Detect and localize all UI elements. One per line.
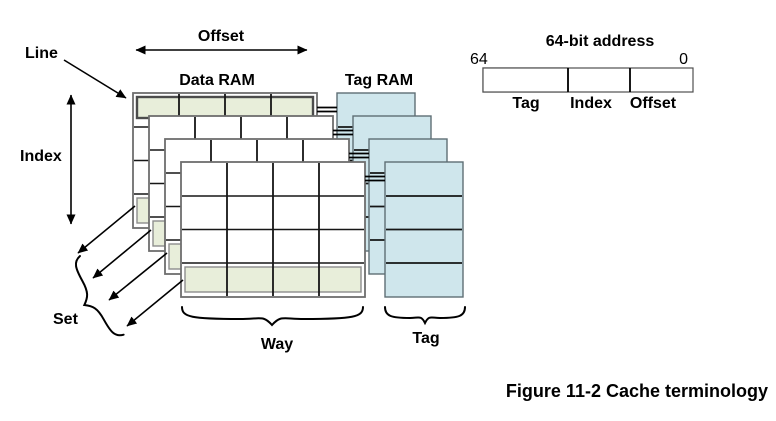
address-tag-field: [482, 67, 569, 93]
tag-brace-label: Tag: [412, 330, 439, 347]
address-title: 64-bit address: [546, 33, 655, 50]
way-label: Way: [261, 336, 293, 353]
line-pointer-arrow: [63, 59, 127, 99]
set-label: Set: [53, 311, 79, 328]
tag-ram-label: Tag RAM: [345, 72, 413, 89]
line-to-tag-connector-0: [317, 106, 337, 113]
address-bit-64: 64: [470, 51, 488, 68]
data-ram-way-3: [180, 161, 366, 298]
figure-caption: Figure 11-2 Cache terminology: [506, 381, 768, 401]
index-label: Index: [20, 148, 62, 165]
set-arrows: [77, 205, 184, 327]
way-brace: [181, 306, 364, 327]
set-brace: [74, 255, 125, 337]
address-bar: [482, 67, 694, 93]
line-to-tag-connector-1: [333, 129, 353, 136]
line-to-tag-connector-2: [349, 152, 369, 159]
address-bit-0: 0: [679, 51, 688, 68]
data-ram-label: Data RAM: [179, 72, 255, 89]
tag-ram-way-3: [365, 161, 464, 298]
address-field-tag-label: Tag: [512, 95, 539, 112]
line-label: Line: [25, 45, 58, 62]
address-field-index-label: Index: [570, 95, 612, 112]
address-field-offset-label: Offset: [630, 95, 677, 112]
line-to-tag-connector-3: [365, 175, 385, 182]
offset-label: Offset: [198, 28, 245, 45]
tag-brace: [384, 306, 466, 326]
